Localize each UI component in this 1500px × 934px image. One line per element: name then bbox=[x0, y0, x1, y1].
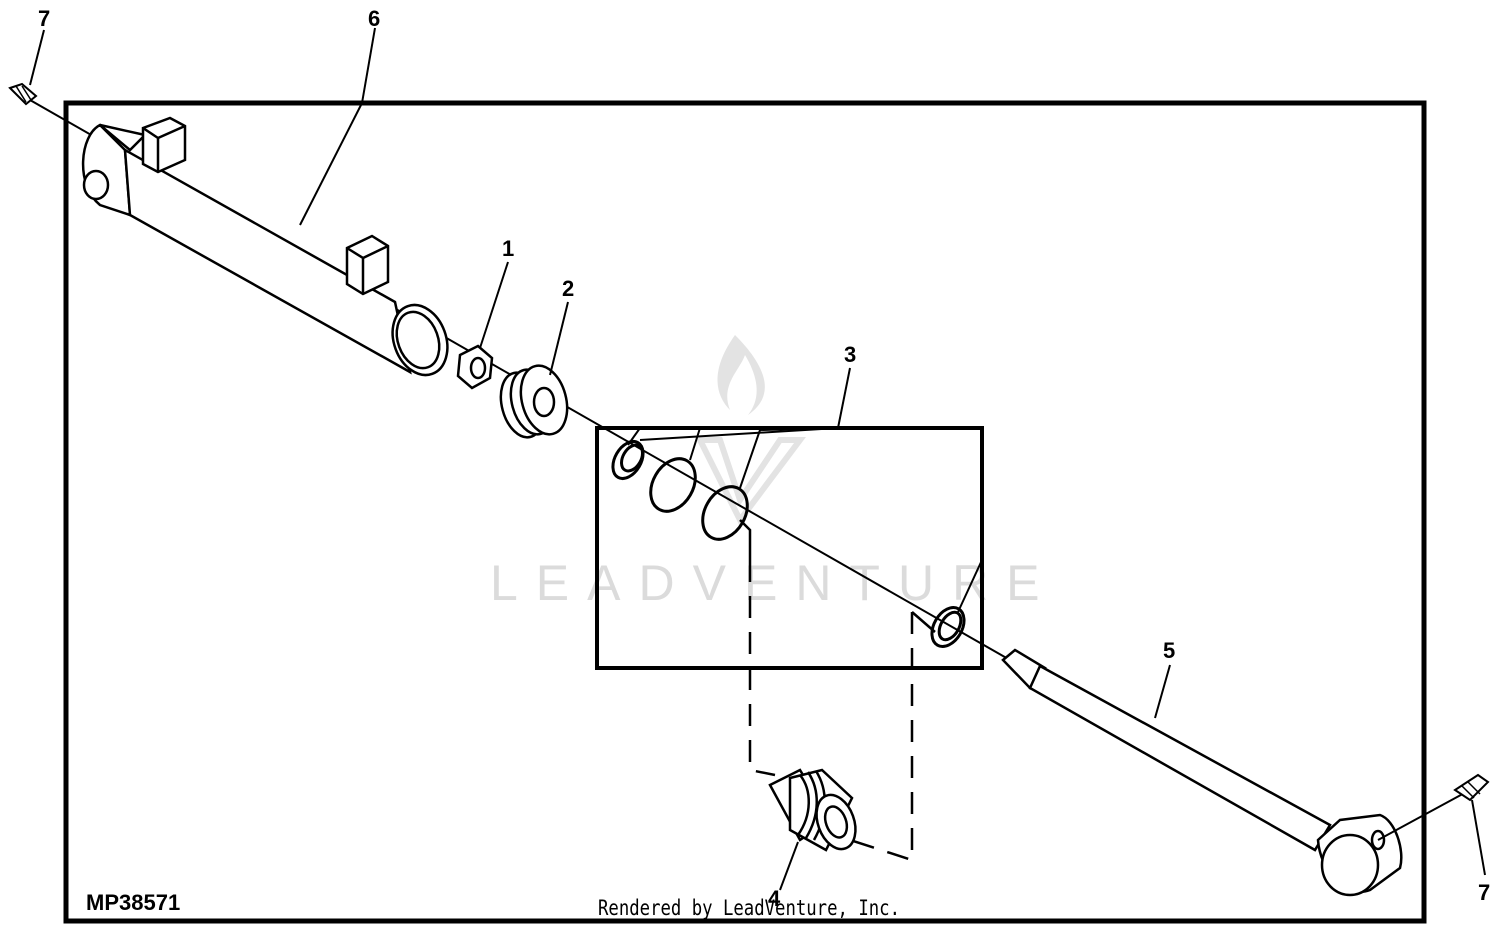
v-logo-icon bbox=[695, 437, 806, 526]
callout-leaders bbox=[29, 27, 1486, 891]
piston-rod bbox=[1001, 648, 1403, 897]
rod-gland bbox=[768, 768, 857, 852]
leadventure-watermark: LEADVENTURE bbox=[490, 335, 1058, 611]
callout-4: 4 bbox=[768, 886, 781, 911]
callout-3: 3 bbox=[844, 342, 856, 367]
callout-6: 6 bbox=[368, 6, 380, 31]
piston bbox=[499, 364, 569, 439]
piston-nut bbox=[456, 344, 494, 390]
figure-id: MP38571 bbox=[86, 890, 180, 915]
callout-5: 5 bbox=[1163, 638, 1175, 663]
watermark-text: LEADVENTURE bbox=[490, 555, 1058, 611]
seal-kit-box bbox=[595, 426, 984, 670]
cylinder-barrel bbox=[81, 116, 449, 377]
outer-frame bbox=[63, 100, 1427, 924]
flame-logo-icon bbox=[717, 335, 765, 415]
callout-2: 2 bbox=[562, 276, 574, 301]
fitting-centerline-bottom bbox=[1377, 789, 1471, 841]
seal-kit-rings bbox=[611, 440, 966, 648]
callout-7-top: 7 bbox=[38, 6, 50, 31]
gland-leader-lines bbox=[739, 519, 936, 862]
callout-7-bottom: 7 bbox=[1478, 880, 1490, 905]
grease-fitting-bottom bbox=[1453, 773, 1490, 802]
render-credit: Rendered by LeadVenture, Inc. bbox=[598, 896, 900, 920]
callout-1: 1 bbox=[502, 236, 514, 261]
grease-fitting-top bbox=[8, 82, 38, 106]
